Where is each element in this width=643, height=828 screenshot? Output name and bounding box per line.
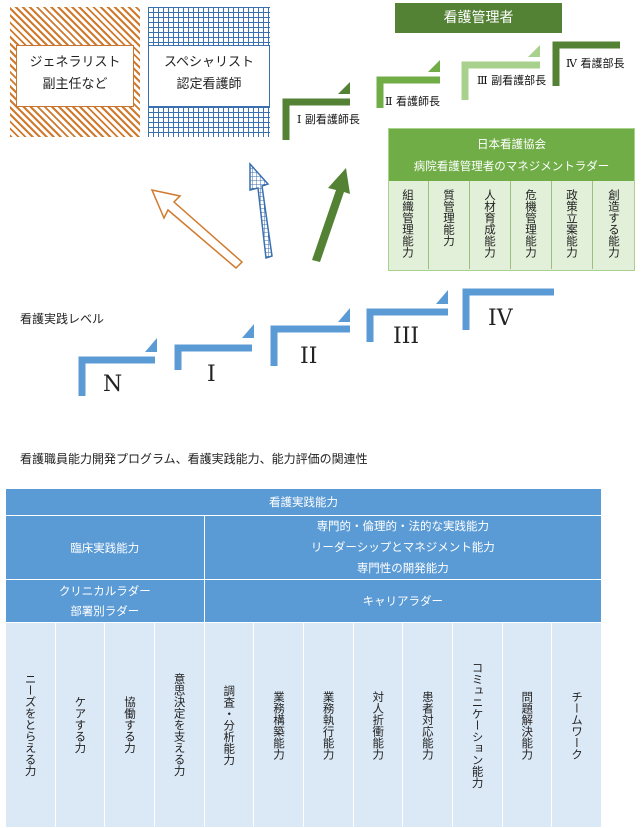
level-3: III bbox=[393, 324, 420, 349]
matrix-item: 協働する力 bbox=[104, 622, 155, 828]
jna-items: 組織管理能力 質管理能力 人材育成能力 危機管理能力 政策立案能力 創造する能力 bbox=[389, 181, 634, 269]
matrix-item: 業務構築能力 bbox=[253, 622, 304, 828]
specialist-label: スペシャリスト 認定看護師 bbox=[148, 45, 270, 107]
clinical-ladder-line: クリニカルラダー bbox=[58, 584, 151, 598]
jna-item: 組織管理能力 bbox=[389, 181, 429, 269]
jna-item: 創造する能力 bbox=[607, 189, 621, 258]
practice-step-1 bbox=[174, 344, 252, 370]
jna-title: 日本看護協会 bbox=[477, 137, 546, 151]
professional-item: リーダーシップとマネジメント能力 bbox=[310, 540, 495, 554]
manager-step-1 bbox=[282, 98, 350, 140]
clinical-competency: 臨床実践能力 bbox=[5, 515, 205, 580]
professional-item: 専門的・倫理的・法的な実践能力 bbox=[316, 519, 490, 533]
matrix-item: 調査・分析能力 bbox=[203, 622, 255, 828]
level-n: N bbox=[103, 372, 123, 397]
jna-item: 質管理能力 bbox=[430, 181, 470, 269]
arrow-to-specialist bbox=[249, 162, 273, 260]
level-2: II bbox=[300, 344, 318, 369]
matrix-item: 患者対応能力 bbox=[402, 622, 453, 828]
professional-competencies: 専門的・倫理的・法的な実践能力 リーダーシップとマネジメント能力 専門性の開発能… bbox=[203, 515, 603, 580]
manager-step-3 bbox=[461, 61, 540, 100]
jna-ladder: 日本看護協会 病院看護管理者のマネジメントラダー 組織管理能力 質管理能力 人材… bbox=[388, 128, 635, 271]
matrix-item: 意思決定を支える力 bbox=[153, 622, 205, 828]
generalist-label: ジェネラリスト 副主任など bbox=[16, 45, 134, 107]
practice-step-2 bbox=[270, 325, 350, 366]
jna-item: 人材育成能力 bbox=[471, 181, 511, 269]
practice-step-2-tri bbox=[338, 308, 350, 322]
competency-matrix: 看護実践能力 臨床実践能力 専門的・倫理的・法的な実践能力 リーダーシップとマネ… bbox=[5, 488, 603, 828]
practice-level-label: 看護実践レベル bbox=[20, 312, 105, 326]
specialist-line1: スペシャリスト bbox=[163, 55, 255, 70]
arrow-to-generalist bbox=[150, 188, 244, 270]
clinical-ladder: クリニカルラダー 部署別ラダー bbox=[5, 579, 205, 623]
practice-step-n bbox=[78, 356, 155, 396]
matrix-item: 対人折衝能力 bbox=[352, 622, 404, 828]
practice-staircase bbox=[78, 288, 554, 396]
practice-step-3-tri bbox=[436, 290, 448, 304]
jna-subtitle: 病院看護管理者のマネジメントラダー bbox=[413, 159, 610, 173]
practice-step-4 bbox=[462, 288, 554, 330]
generalist-line2: 副主任など bbox=[42, 77, 108, 92]
manager-step-1-label: Ⅰ 副看護師長 bbox=[297, 113, 360, 126]
professional-item: 専門性の開発能力 bbox=[356, 561, 449, 575]
generalist-line1: ジェネラリスト bbox=[29, 55, 121, 70]
practice-step-n-tri bbox=[145, 338, 157, 352]
jna-item: 危機管理能力 bbox=[512, 181, 552, 269]
matrix-item: コミュニケーション能力 bbox=[451, 622, 503, 828]
manager-step-2-tri bbox=[428, 60, 440, 72]
manager-step-3-label: Ⅲ 副看護部長 bbox=[477, 74, 547, 87]
matrix-item: チームワーク bbox=[551, 622, 602, 828]
matrix-item: 問題解決能力 bbox=[501, 622, 553, 828]
matrix-item: ケアする力 bbox=[54, 622, 106, 828]
practice-step-1-tri bbox=[242, 324, 254, 338]
manager-step-3-tri bbox=[528, 45, 540, 57]
career-ladder: キャリアラダー bbox=[203, 579, 603, 623]
jna-item: 政策立案能力 bbox=[553, 181, 593, 269]
career-arrows bbox=[150, 162, 350, 270]
specialist-box: スペシャリスト 認定看護師 bbox=[148, 7, 270, 137]
matrix-item: 業務執行能力 bbox=[302, 622, 354, 828]
manager-step-1-tri bbox=[338, 82, 350, 94]
generalist-box: ジェネラリスト 副主任など bbox=[10, 7, 140, 137]
jna-header: 日本看護協会 病院看護管理者のマネジメントラダー bbox=[389, 129, 634, 181]
level-4: IV bbox=[488, 306, 513, 331]
specialist-line2: 認定看護師 bbox=[176, 77, 242, 92]
diagram-caption: 看護職員能力開発プログラム、看護実践能力、能力評価の関連性 bbox=[20, 452, 368, 466]
practice-step-3 bbox=[366, 308, 448, 342]
manager-staircase bbox=[282, 41, 620, 140]
level-1: I bbox=[207, 362, 216, 387]
arrow-to-manager bbox=[312, 168, 350, 262]
clinical-ladder-line: 部署別ラダー bbox=[70, 604, 140, 618]
matrix-item: ニーズをとらえる力 bbox=[5, 622, 56, 828]
matrix-header: 看護実践能力 bbox=[5, 488, 602, 516]
nurse-manager-title: 看護管理者 bbox=[395, 3, 562, 33]
manager-step-2-label: Ⅱ 看護師長 bbox=[385, 95, 440, 108]
manager-step-2 bbox=[376, 76, 440, 108]
manager-step-4-label: Ⅳ 看護部長 bbox=[566, 57, 625, 70]
manager-step-4 bbox=[552, 41, 620, 86]
